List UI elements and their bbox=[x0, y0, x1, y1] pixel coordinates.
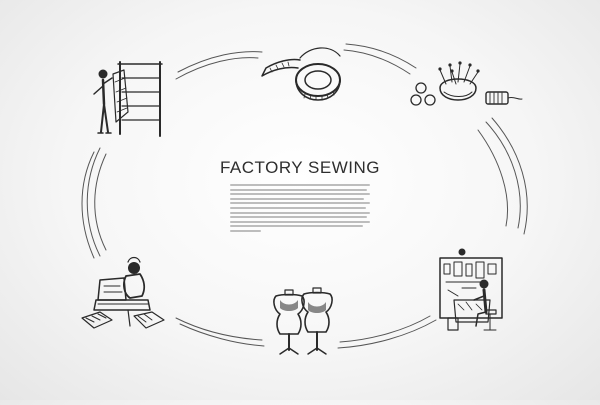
body-text-placeholder bbox=[230, 184, 370, 235]
fabric-rack-worker-icon bbox=[93, 61, 163, 137]
diagram-title: FACTORY SEWING bbox=[219, 158, 381, 177]
connector-arcs bbox=[81, 43, 528, 349]
pincushion-buttons-thread-icon bbox=[410, 61, 523, 106]
dress-mannequins-icon bbox=[273, 287, 333, 355]
measuring-tape-icon bbox=[261, 47, 341, 101]
seamstress-workbench-icon bbox=[439, 248, 503, 331]
sewing-machine-operator-icon bbox=[81, 256, 165, 329]
